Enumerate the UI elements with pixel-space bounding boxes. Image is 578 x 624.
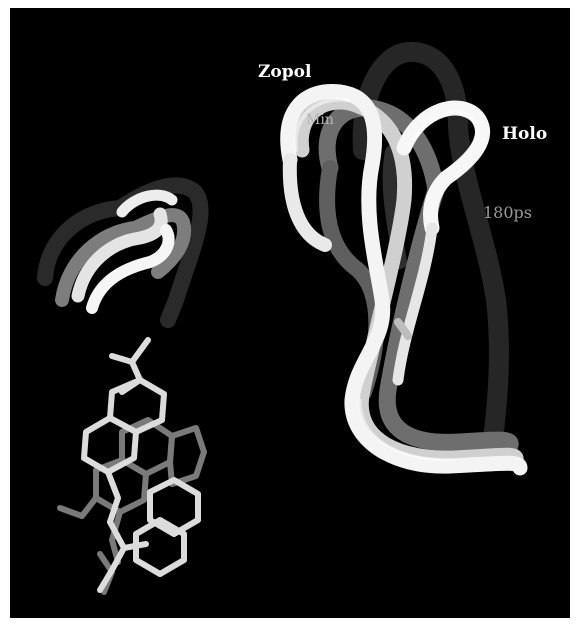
label-zopol: Zopol bbox=[258, 62, 311, 82]
label-180ps: 180ps bbox=[483, 203, 532, 222]
label-min: Min bbox=[306, 112, 334, 128]
label-holo: Holo bbox=[502, 124, 547, 144]
